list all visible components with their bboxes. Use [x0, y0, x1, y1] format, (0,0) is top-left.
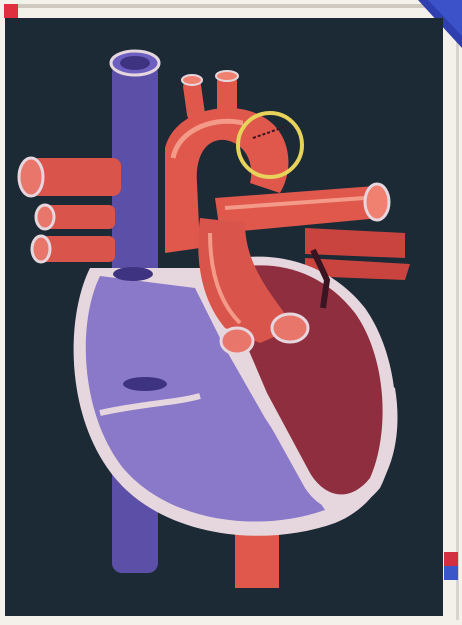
corner-marker-red-bottom [444, 552, 458, 566]
illustration-panel [5, 18, 443, 616]
valve-opening-top [113, 267, 153, 281]
frame-top-border [4, 4, 434, 8]
corner-marker-blue-bottom [444, 566, 458, 580]
corner-marker-red-top [4, 4, 18, 18]
valve-opening-middle [123, 377, 167, 391]
pulmonary-veins-left [19, 158, 121, 262]
frame-right-border [456, 40, 459, 620]
heart-illustration [5, 18, 443, 616]
